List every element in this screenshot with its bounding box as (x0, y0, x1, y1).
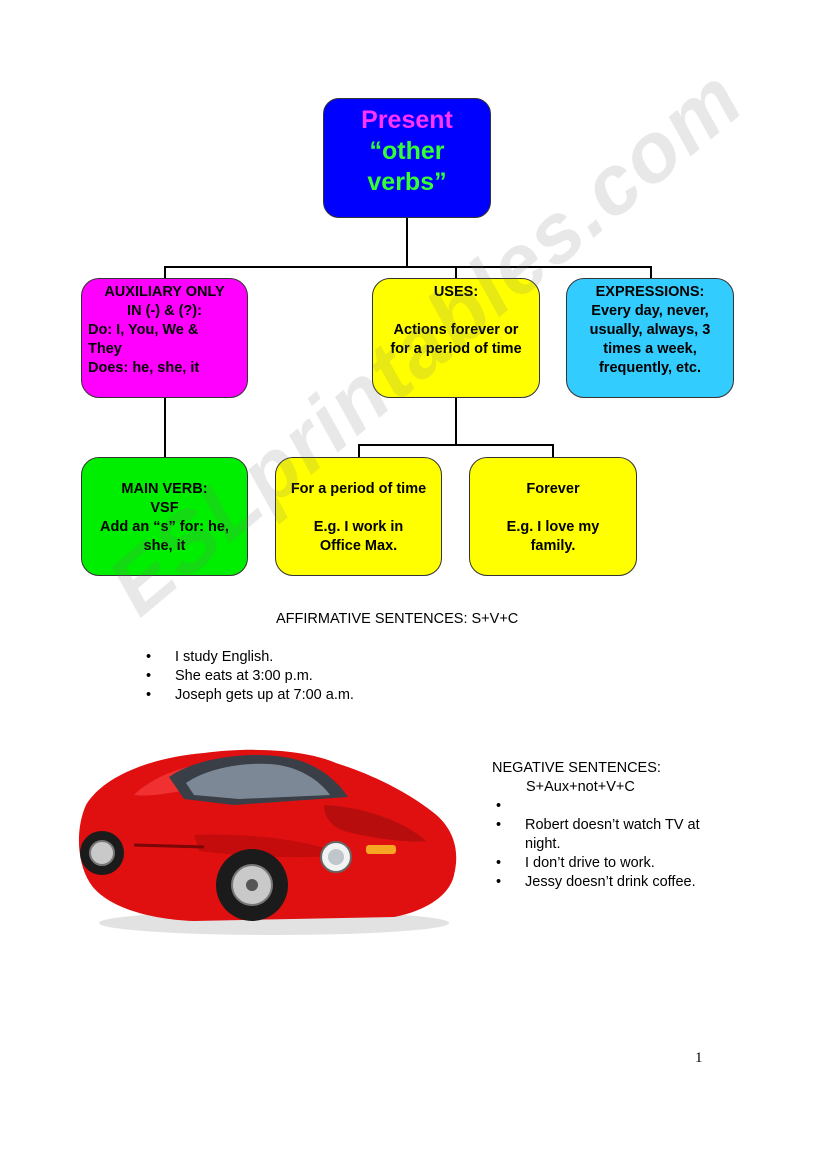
connector-to-uses (455, 266, 457, 278)
connector-to-auxiliary (164, 266, 166, 278)
auxiliary-line: They (88, 341, 122, 357)
expressions-line: Every day, never, (591, 303, 709, 319)
expressions-line: times a week, (603, 341, 697, 357)
list-item: She eats at 3:00 p.m. (146, 667, 476, 686)
period-of-time-box: For a period of time E.g. I work in Offi… (275, 457, 442, 576)
period-line: For a period of time (290, 481, 427, 497)
auxiliary-line: AUXILIARY ONLY (104, 284, 225, 300)
auxiliary-line: Does: he, she, it (88, 360, 200, 376)
main-verb-line: MAIN VERB: (121, 481, 208, 497)
list-item: Joseph gets up at 7:00 a.m. (146, 686, 476, 705)
connector-level1-horizontal (164, 266, 652, 268)
affirmative-list: I study English. She eats at 3:00 p.m. J… (146, 648, 476, 705)
uses-box: USES: Actions forever or for a period of… (372, 278, 540, 398)
connector-to-forever (552, 444, 554, 457)
forever-line: E.g. I love my (506, 519, 600, 535)
list-item: Jessy doesn’t drink coffee. (496, 873, 706, 892)
negative-formula: S+Aux+not+V+C (526, 779, 635, 795)
expressions-line: frequently, etc. (598, 360, 702, 376)
uses-line: Actions forever or (393, 322, 519, 338)
root-title-line: verbs” (367, 168, 447, 196)
forever-line: Forever (526, 481, 580, 497)
root-title-line: Present (361, 106, 453, 134)
auxiliary-line: Do: I, You, We & (88, 322, 199, 338)
red-sports-car-image (78, 749, 457, 935)
main-verb-line: she, it (143, 538, 186, 554)
chart-root-box: Present “other verbs” (323, 98, 491, 218)
expressions-box: EXPRESSIONS: Every day, never, usually, … (566, 278, 734, 398)
expressions-line: usually, always, 3 (589, 322, 711, 338)
negative-heading: NEGATIVE SENTENCES: (492, 760, 661, 776)
period-line: E.g. I work in (313, 519, 404, 535)
main-verb-line: VSF (150, 500, 179, 516)
list-item: Robert doesn’t watch TV at night. (496, 816, 706, 854)
list-item: I don’t drive to work. (496, 854, 706, 873)
uses-line: USES: (433, 284, 479, 300)
negative-list: Robert doesn’t watch TV at night. I don’… (496, 797, 706, 892)
main-verb-line: Add an “s” for: he, (100, 519, 229, 535)
period-line: Office Max. (319, 538, 398, 554)
auxiliary-box: AUXILIARY ONLY IN (-) & (?): Do: I, You,… (81, 278, 248, 398)
expressions-line: EXPRESSIONS: (595, 284, 705, 300)
forever-box: Forever E.g. I love my family. (469, 457, 637, 576)
uses-line: for a period of time (390, 341, 522, 357)
affirmative-heading: AFFIRMATIVE SENTENCES: S+V+C (276, 611, 519, 627)
list-item: I study English. (146, 648, 476, 667)
main-verb-box: MAIN VERB: VSF Add an “s” for: he, she, … (81, 457, 248, 576)
connector-level2-horizontal (358, 444, 554, 446)
connector-to-expressions (650, 266, 652, 278)
page-number: 1 (695, 1050, 703, 1066)
auxiliary-line: IN (-) & (?): (127, 303, 202, 319)
root-title-line: “other (369, 137, 445, 165)
list-item (496, 797, 706, 816)
connector-root-down (406, 218, 408, 266)
forever-line: family. (530, 538, 576, 554)
connector-uses-down (455, 398, 457, 444)
connector-auxiliary-to-main (164, 398, 166, 457)
connector-to-period (358, 444, 360, 457)
